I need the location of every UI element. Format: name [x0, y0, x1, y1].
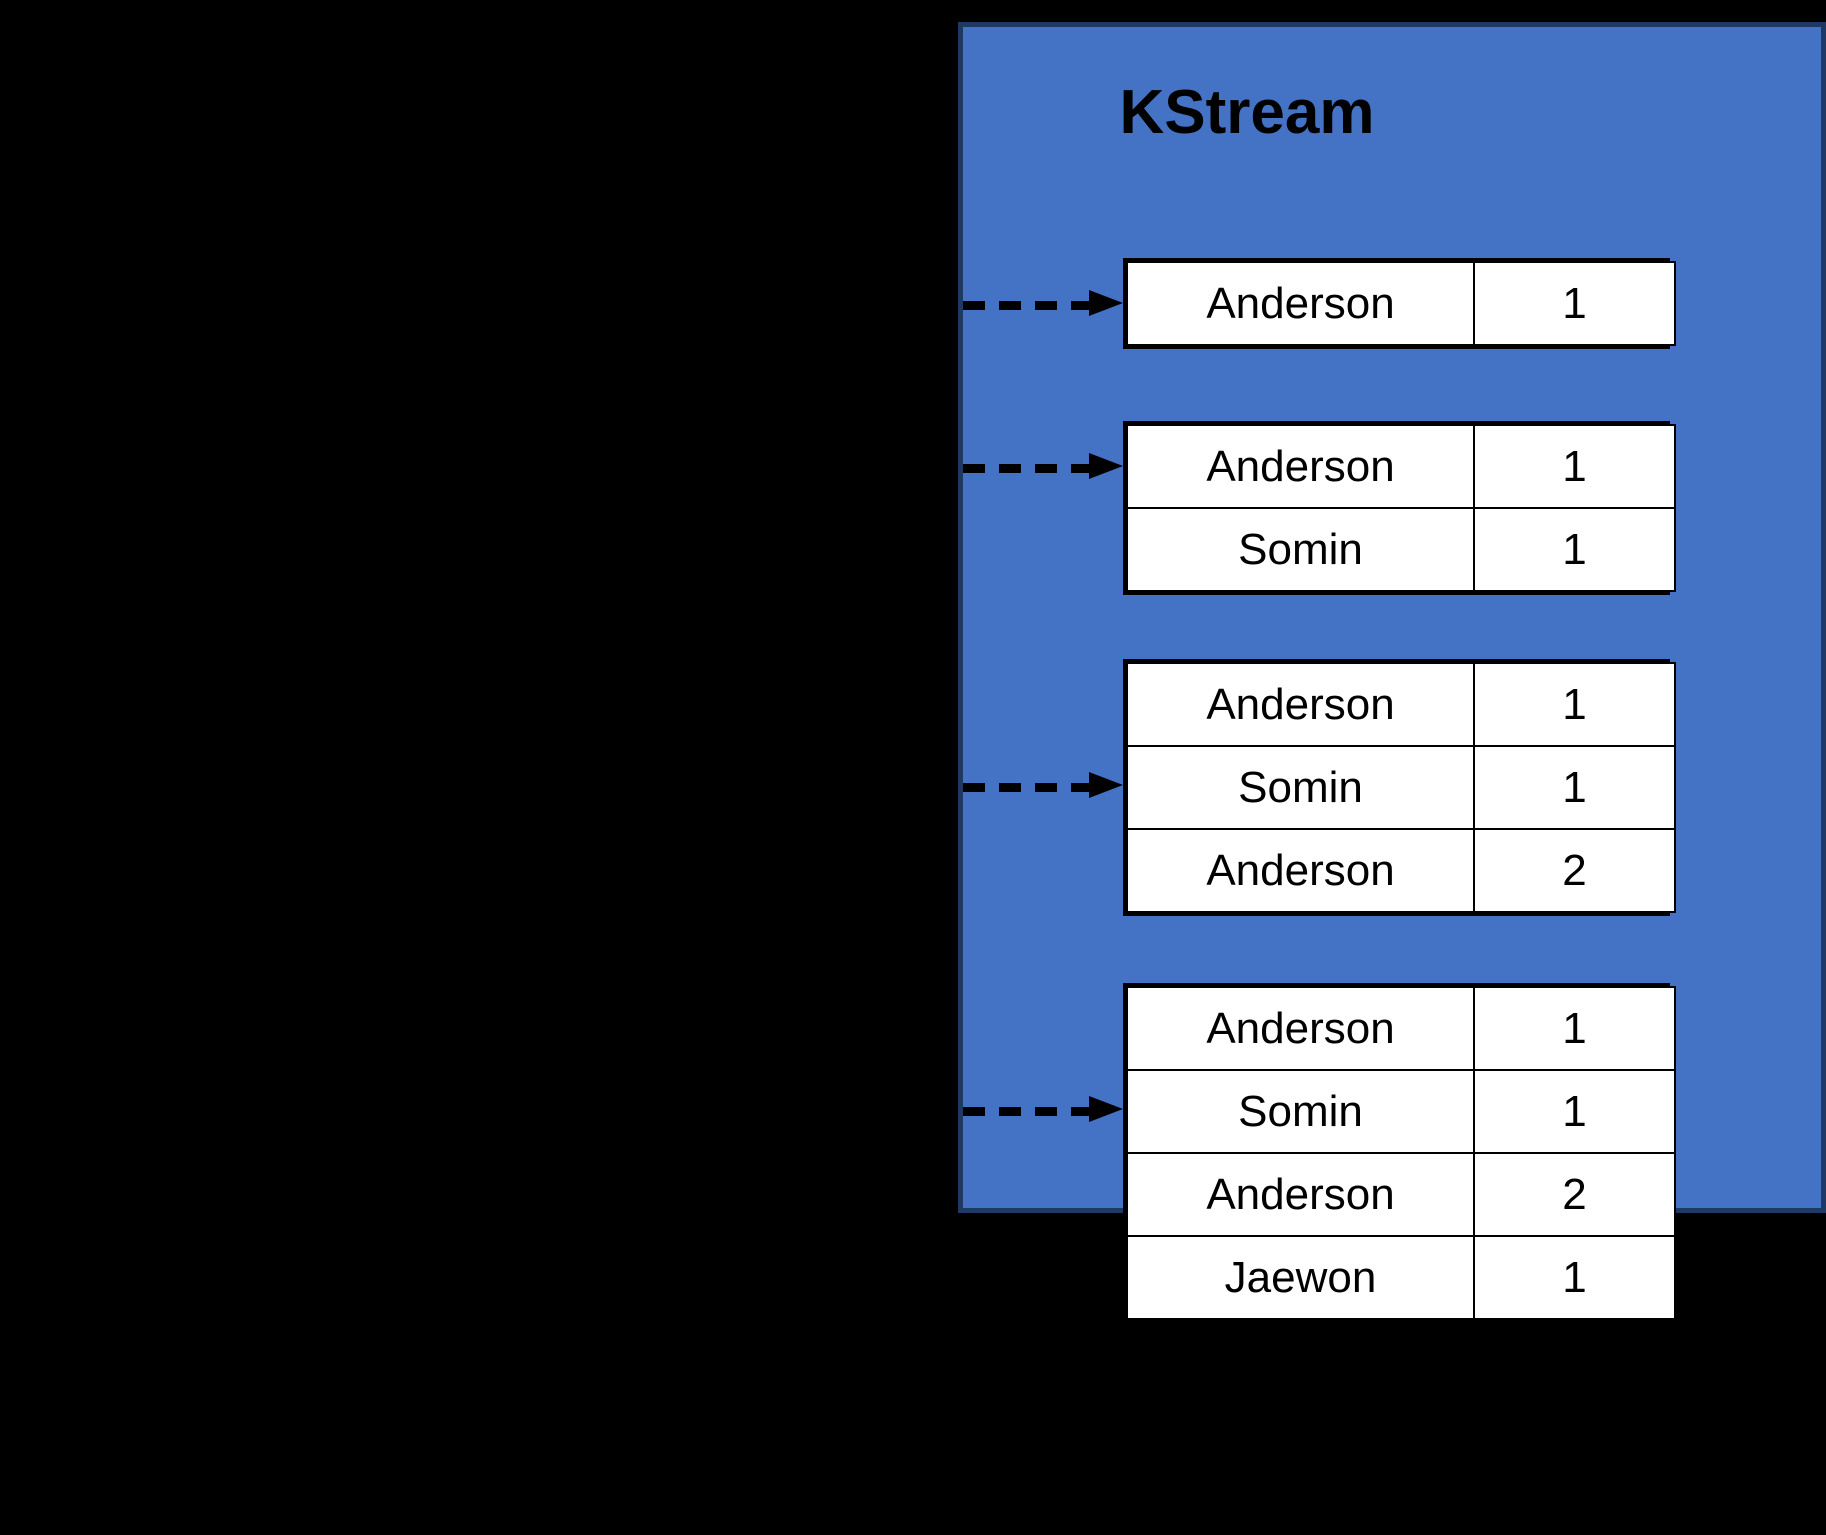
- dashed-arrow-icon-4: [963, 1096, 1123, 1122]
- cell-value: 1: [1473, 1069, 1676, 1154]
- cell-value: 1: [1473, 507, 1676, 592]
- dashed-arrow-icon-1: [963, 290, 1123, 316]
- cell-key: Anderson: [1126, 662, 1475, 747]
- cell-value: 1: [1473, 1235, 1676, 1320]
- cell-key: Somin: [1126, 507, 1475, 592]
- arrow-shaft: [963, 464, 1091, 473]
- arrow-head: [1089, 1096, 1123, 1122]
- cell-value: 1: [1473, 261, 1676, 346]
- cell-value: 1: [1473, 986, 1676, 1071]
- cell-value: 2: [1473, 828, 1676, 913]
- cell-value: 2: [1473, 1152, 1676, 1237]
- cell-key: Anderson: [1126, 261, 1475, 346]
- cell-key: Somin: [1126, 1069, 1475, 1154]
- dashed-arrow-icon-2: [963, 453, 1123, 479]
- cell-value: 1: [1473, 662, 1676, 747]
- dashed-arrow-icon-3: [963, 772, 1123, 798]
- cell-value: 1: [1473, 745, 1676, 830]
- cell-key: Anderson: [1126, 1152, 1475, 1237]
- cell-key: Anderson: [1126, 828, 1475, 913]
- cell-value: 1: [1473, 424, 1676, 509]
- cell-key: Anderson: [1126, 424, 1475, 509]
- cell-key: Somin: [1126, 745, 1475, 830]
- arrow-shaft: [963, 783, 1091, 792]
- cell-key: Anderson: [1126, 986, 1475, 1071]
- arrow-head: [1089, 290, 1123, 316]
- arrow-shaft: [963, 301, 1091, 310]
- arrow-shaft: [963, 1107, 1091, 1116]
- cell-key: Jaewon: [1126, 1235, 1475, 1320]
- arrow-head: [1089, 453, 1123, 479]
- arrow-head: [1089, 772, 1123, 798]
- panel-title: KStream: [1119, 78, 1375, 147]
